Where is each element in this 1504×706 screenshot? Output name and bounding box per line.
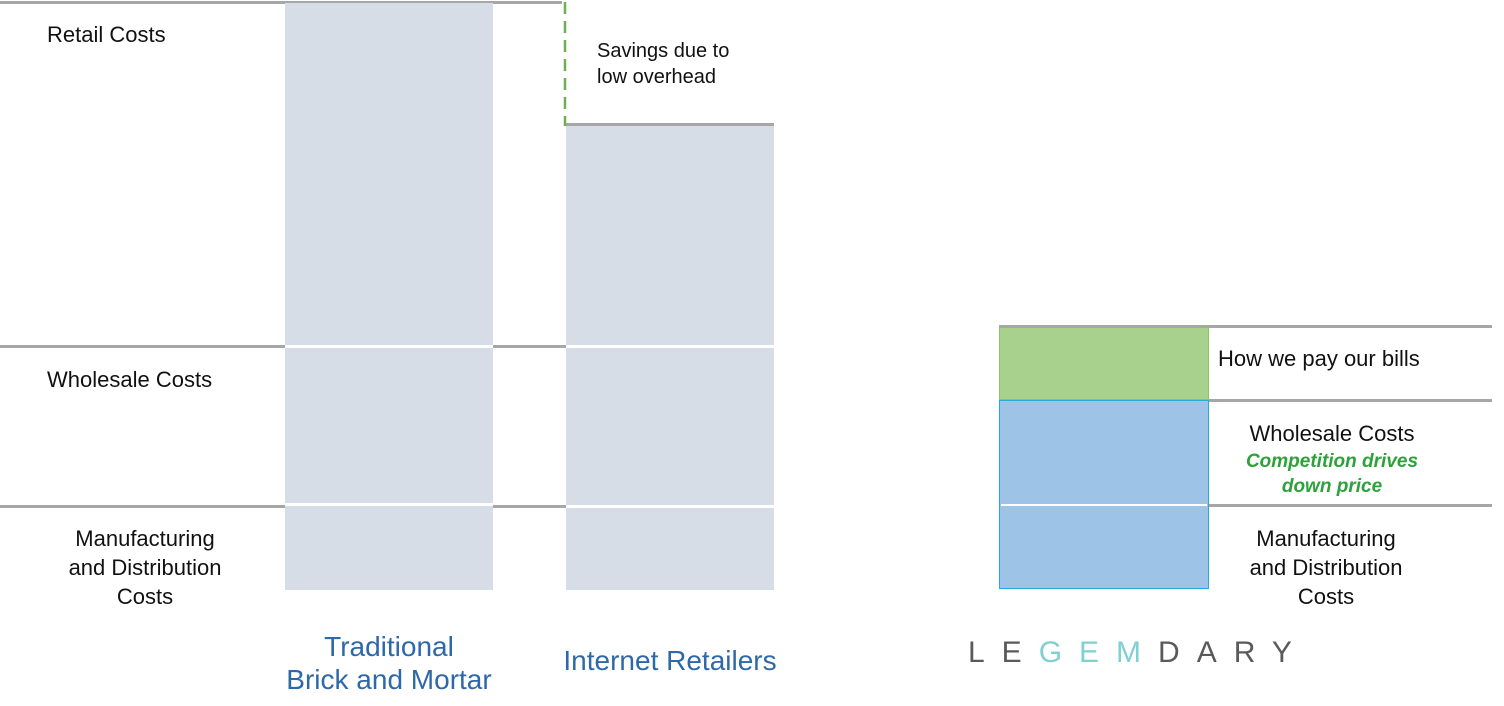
manufacturing-costs-label-right: Manufacturing and Distribution Costs: [1249, 526, 1403, 609]
retail-costs-label: Retail Costs: [47, 22, 166, 47]
internet-top-line: [564, 123, 774, 126]
margin-top-line: [999, 325, 1492, 328]
manufacturing-costs-label: Manufacturing and Distribution Costs: [68, 526, 222, 609]
bar-separator: [285, 503, 493, 506]
segment-separator: [1001, 504, 1207, 506]
savings-dashed-line: [563, 2, 567, 126]
manufacturing-top-line-right: [1209, 504, 1492, 507]
legemdary-logo: LEGEMDARY: [968, 636, 1309, 669]
bar-separator: [285, 345, 493, 348]
savings-note: Savings due to low overhead: [597, 40, 730, 88]
wholesale-segment: [999, 400, 1209, 506]
brick-and-mortar-column-label: Traditional Brick and Mortar: [286, 631, 492, 695]
bar-separator: [566, 345, 774, 348]
brick-and-mortar-bar: [285, 3, 493, 590]
wholesale-costs-label: Wholesale Costs: [47, 367, 213, 392]
competition-note: Competition drives down price: [1245, 451, 1419, 497]
internet-retailers-bar: [566, 126, 774, 590]
manufacturing-segment: [999, 506, 1209, 589]
internet-retailers-column-label: Internet Retailers: [563, 645, 777, 676]
wholesale-costs-label-right: Wholesale Costs: [1249, 421, 1415, 446]
margin-segment: [999, 327, 1209, 400]
bar-separator: [566, 505, 774, 508]
margin-label: How we pay our bills: [1218, 346, 1420, 371]
retail-top-line: [0, 1, 562, 4]
wholesale-top-line-right: [1209, 399, 1492, 402]
